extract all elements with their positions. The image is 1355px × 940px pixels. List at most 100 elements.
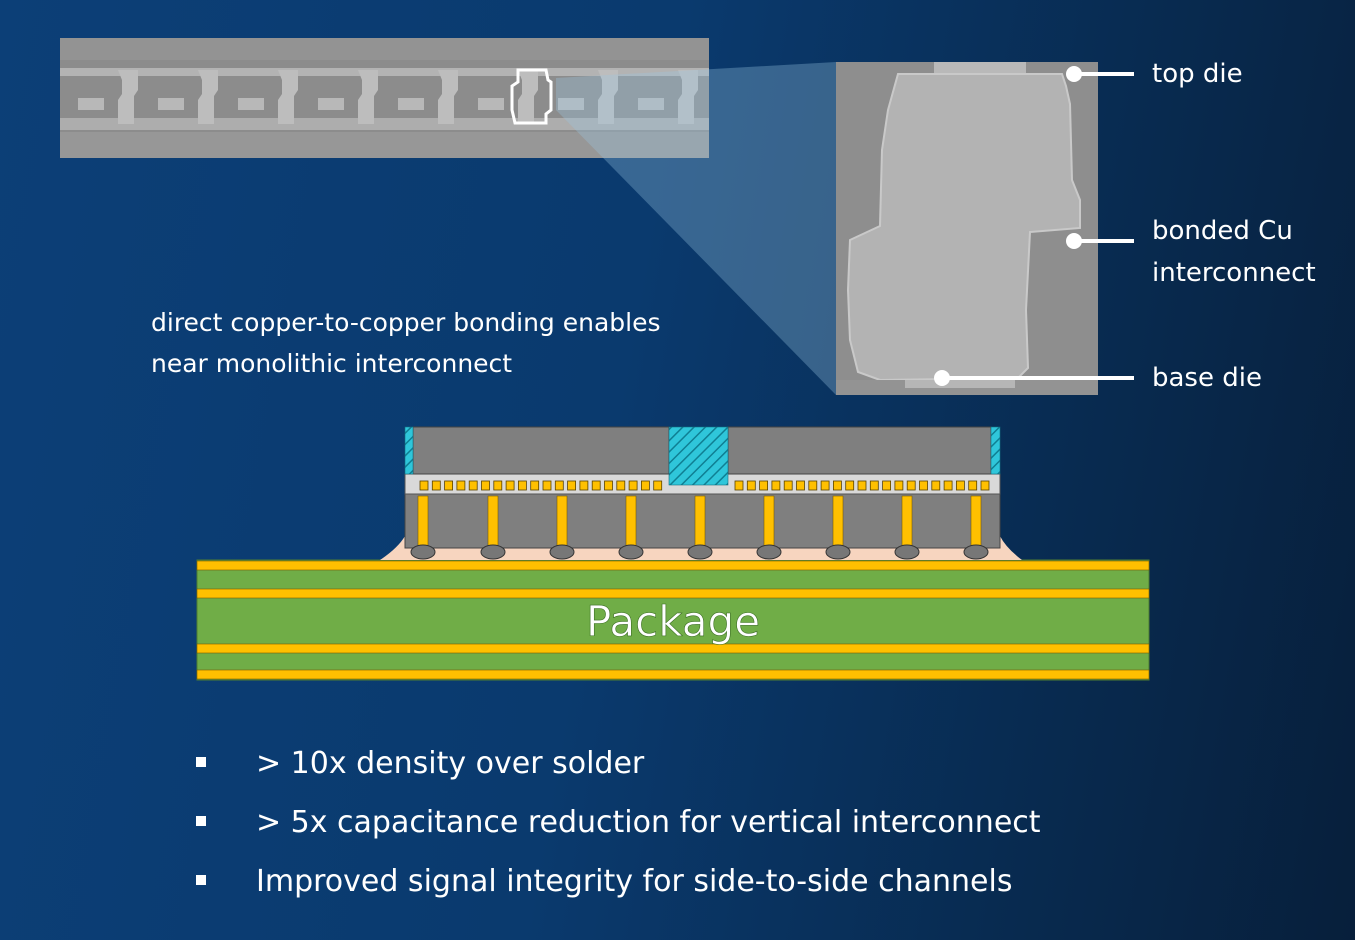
top-die-left	[412, 426, 670, 475]
cu-bond-pad	[820, 480, 830, 491]
benefit-text: > 5x capacitance reduction for vertical …	[256, 805, 1041, 840]
strip-pillar	[518, 70, 538, 124]
benefit-text: > 10x density over solder	[256, 746, 645, 781]
cu-bond-pad	[431, 480, 441, 491]
cu-bond-pad	[481, 480, 490, 491]
package-label: Package	[586, 597, 760, 646]
strip-bottom-band	[60, 132, 709, 158]
strip-pad	[238, 98, 264, 110]
solder-bump	[410, 544, 436, 560]
cu-bond-pad	[783, 480, 793, 491]
callouts	[934, 66, 1134, 386]
strip-pillar	[678, 70, 698, 124]
cu-bond-pad	[530, 480, 540, 491]
cu-bond-pad	[444, 480, 454, 491]
tsv	[694, 495, 706, 547]
strip-pillar	[358, 70, 378, 124]
cu-bond-pad	[857, 480, 867, 491]
bonding-caption: direct copper-to-copper bonding enables …	[151, 302, 661, 384]
solder-bump	[963, 544, 989, 560]
top-die-label: top die	[1152, 59, 1243, 89]
cu-bond-pad	[518, 480, 527, 491]
cu-bond-pad	[759, 480, 768, 491]
tsv	[487, 495, 499, 547]
strip-pad	[318, 98, 344, 110]
bonded-cu-label-line2: interconnect	[1152, 258, 1316, 288]
cu-bond-pad	[591, 480, 601, 491]
cu-bond-pad	[641, 480, 650, 491]
cu-bond-pad	[980, 480, 990, 491]
cu-bond-pad	[554, 480, 564, 491]
package-substrate	[196, 559, 1150, 681]
benefit-item: Improved signal integrity for side-to-si…	[196, 858, 1041, 917]
tsv	[417, 495, 429, 547]
benefit-item: > 5x capacitance reduction for vertical …	[196, 799, 1041, 858]
cu-bond-pad	[604, 480, 613, 491]
base-die-label: base die	[1152, 363, 1262, 393]
strip-pillar	[598, 70, 618, 124]
strip-pad	[398, 98, 424, 110]
cu-bond-pad	[746, 480, 756, 491]
cu-bond-pad	[808, 480, 818, 491]
cu-bond-pad	[468, 480, 478, 491]
zoom-beam	[556, 62, 836, 395]
top-die-right	[727, 426, 992, 475]
bullet-square-icon	[196, 875, 206, 885]
cu-bond-pad	[493, 480, 503, 491]
strip-pillar	[278, 70, 298, 124]
cu-bond-pad	[833, 480, 842, 491]
cu-bond-pad	[628, 480, 638, 491]
tsv	[625, 495, 637, 547]
tsv	[556, 495, 568, 547]
cu-bond-pad	[906, 480, 916, 491]
strip-pad	[158, 98, 184, 110]
caption-line-1: direct copper-to-copper bonding enables	[151, 308, 661, 337]
bonded-cu-label-line1: bonded Cu	[1152, 216, 1293, 246]
cu-bond-pad	[931, 480, 941, 491]
cu-bond-pad	[616, 480, 626, 491]
strip-pillar	[438, 70, 458, 124]
mold-center	[668, 426, 729, 486]
substrate-trace-3	[196, 643, 1150, 654]
strip-pillars	[78, 70, 698, 124]
tsv	[901, 495, 913, 547]
cu-bond-pad	[419, 480, 429, 491]
solder-bump	[549, 544, 575, 560]
zoom-top-pad	[934, 62, 1026, 76]
cu-bond-pad	[579, 480, 589, 491]
tsv	[763, 495, 775, 547]
cu-bond-pad	[567, 480, 576, 491]
package-stack: Package	[196, 426, 1150, 681]
bonded-cu-pillar	[846, 73, 1081, 382]
cu-bond-pad	[542, 480, 552, 491]
cu-bond-pad	[919, 480, 928, 491]
cu-bond-pad	[869, 480, 879, 491]
zoom-bottom-pad	[905, 380, 1015, 388]
benefit-text: Improved signal integrity for side-to-si…	[256, 864, 1013, 899]
mold-right	[990, 426, 1001, 475]
cu-bond-pad	[796, 480, 805, 491]
strip-pad	[78, 98, 104, 110]
cu-bond-pad	[943, 480, 953, 491]
strip-pillar	[198, 70, 218, 124]
bullet-square-icon	[196, 816, 206, 826]
benefit-item: > 10x density over solder	[196, 740, 1041, 799]
cu-bond-pad	[505, 480, 515, 491]
mold-left	[404, 426, 414, 475]
cu-bond-pad	[968, 480, 978, 491]
strip-pad	[558, 98, 584, 110]
strip-pad	[478, 98, 504, 110]
micrograph-zoom	[836, 62, 1098, 395]
solder-bumps	[410, 544, 989, 560]
cu-bond-pad	[771, 480, 781, 491]
solder-bump	[756, 544, 782, 560]
solder-bump	[618, 544, 644, 560]
cu-bond-pad	[734, 480, 744, 491]
tsv	[832, 495, 844, 547]
micrograph-strip	[60, 38, 709, 158]
solder-bump	[687, 544, 713, 560]
caption-line-2: near monolithic interconnect	[151, 349, 513, 378]
cu-bond-pad	[456, 480, 466, 491]
solder-bump	[480, 544, 506, 560]
